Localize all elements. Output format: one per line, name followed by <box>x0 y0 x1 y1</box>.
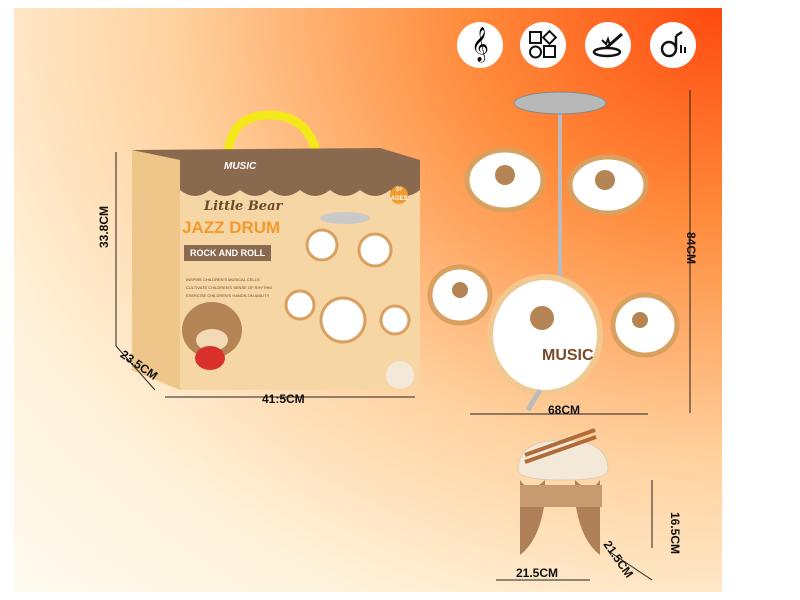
cymbal <box>513 91 607 115</box>
drum-logo: MUSIC <box>542 347 594 364</box>
music-note-icon <box>650 22 696 68</box>
box-bullet: EXERCISE CHILDREN'S HANDS-ON ABILITY <box>186 293 270 298</box>
stool-width-label: 21.5CM <box>516 566 559 580</box>
bass-drum <box>487 274 603 396</box>
box-bullet: INSPIRE CHILDREN'S MUSICAL CELLS <box>186 277 260 282</box>
box-bullet: CULTIVATE CHILDREN'S SENSE OF RHYTHM <box>186 285 272 290</box>
box-logo: MUSIC <box>224 161 257 172</box>
box-width-label: 41:5CM <box>262 392 305 406</box>
drum-width-label: 68CM <box>548 403 581 417</box>
box-bullets: INSPIRE CHILDREN'S MUSICAL CELLS CULTIVA… <box>186 276 272 300</box>
age-badge: 3+ AGES <box>390 186 408 204</box>
treble-clef-icon: 𝄞 <box>457 22 503 68</box>
drumstick <box>524 428 596 457</box>
shapes-icon <box>520 22 566 68</box>
box-height-label: 33.8CM <box>97 205 111 248</box>
box-handle <box>223 110 323 161</box>
drum-hit-icon <box>585 22 631 68</box>
box-cymbal <box>320 212 370 224</box>
box-title-script: Little Bear <box>204 199 283 214</box>
drum-height-label: 84CM <box>684 232 698 265</box>
box-title: JAZZ DRUM <box>182 218 281 237</box>
drumstick <box>524 435 597 464</box>
box-ribbon: ROCK AND ROLL <box>184 245 272 261</box>
box-toy-drum <box>195 346 225 370</box>
stool-height-label: 16.5CM <box>668 512 682 555</box>
